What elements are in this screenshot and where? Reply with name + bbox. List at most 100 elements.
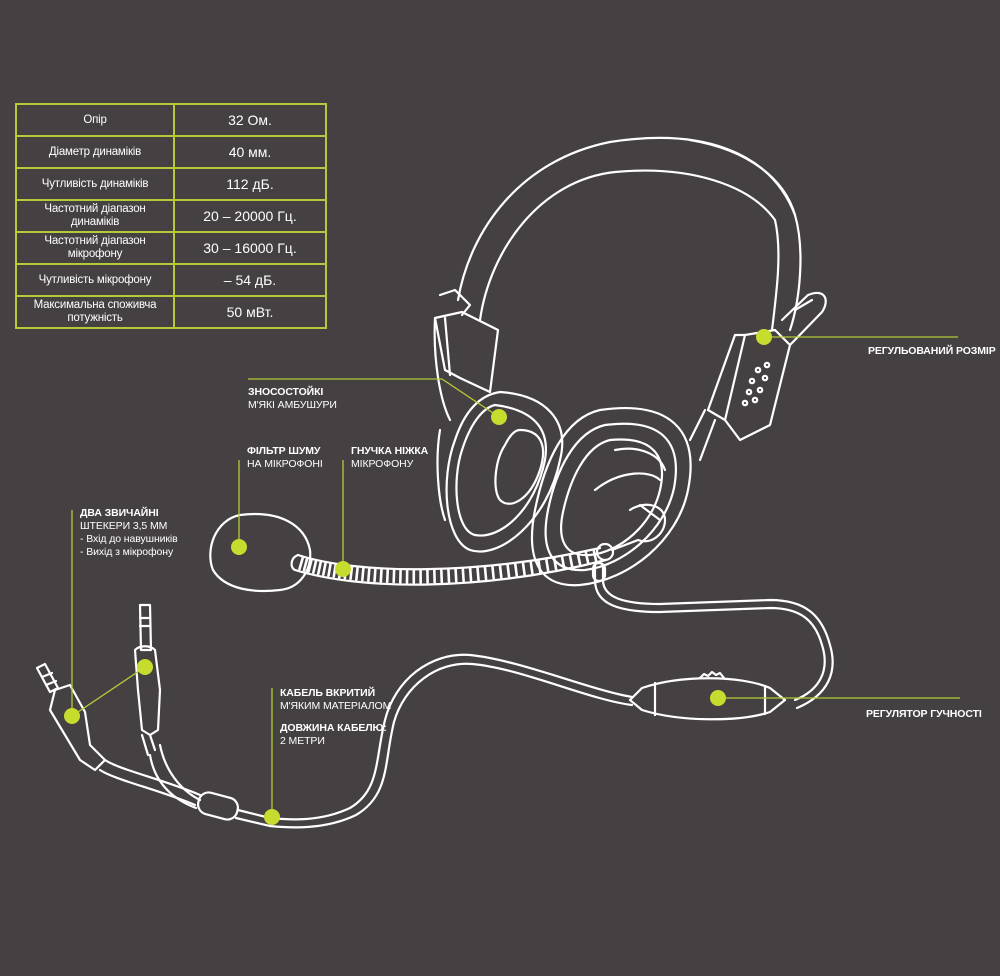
spec-row: Чутливість мікрофону – 54 дБ. [15, 263, 327, 297]
dot-plug-1 [64, 708, 80, 724]
boom-rib [373, 567, 377, 583]
spec-param: Опір [15, 103, 175, 137]
boom-rib [349, 565, 354, 581]
spec-param: Максимальна споживча потужність [15, 295, 175, 329]
boom-rib [560, 555, 566, 570]
spec-row: Максимальна споживча потужність 50 мВт. [15, 295, 327, 329]
boom-rib [454, 568, 458, 583]
spec-param: Чутливість динаміків [15, 167, 175, 201]
boom-rib [521, 561, 526, 577]
boom-rib [298, 556, 305, 571]
dot-flexible-boom [335, 561, 351, 577]
left-slider [433, 288, 500, 422]
callout-length-title: ДОВЖИНА КАБЕЛЮ: [280, 722, 387, 734]
left-ear-cup [436, 390, 564, 553]
headband [456, 136, 802, 332]
spec-row: Опір 32 Ом. [15, 103, 327, 137]
boom-rib [307, 558, 313, 573]
boom-rib [592, 548, 598, 564]
boom-rib [483, 565, 488, 581]
dot-cable [264, 809, 280, 825]
spec-row: Частотний діапазон мікрофону 30 – 16000 … [15, 231, 327, 265]
boom-rib [544, 557, 550, 573]
boom-rib [506, 563, 511, 579]
callout-plugs: ДВА ЗВИЧАЙНІ ШТЕКЕРИ 3,5 ММ - Вхід до на… [80, 507, 178, 559]
cable-lower [268, 653, 634, 829]
boom-rib [312, 559, 318, 574]
boom-rib [529, 560, 534, 575]
callout-title: ДВА ЗВИЧАЙНІ [80, 507, 159, 519]
callout-title: КАБЕЛЬ ВКРИТИЙ [280, 687, 376, 699]
spec-value: 40 мм. [173, 135, 327, 169]
dot-adjustable-size [756, 329, 772, 345]
boom-rib [322, 561, 327, 577]
callout-dots [64, 329, 772, 825]
boom-rib [576, 552, 582, 567]
spec-param: Частотний діапазон динаміків [15, 199, 175, 233]
mic-foam [209, 512, 312, 593]
boom-rib [302, 557, 309, 572]
callout-subtitle: НА МІКРОФОНІ [247, 458, 323, 470]
boom-rib [537, 559, 542, 574]
spec-table: Опір 32 Ом. Діаметр динаміків 40 мм. Чут… [15, 103, 327, 329]
callout-ear-cushions: ЗНОСОСТОЙКІ М'ЯКІ АМБУШУРИ [248, 386, 337, 412]
callout-subtitle: МІКРОФОНУ [351, 458, 414, 470]
spec-row: Частотний діапазон динаміків 20 – 20000 … [15, 199, 327, 233]
callout-item: - Вхід до навушників [80, 533, 178, 545]
boom-rib [498, 564, 503, 579]
callout-cable: КАБЕЛЬ ВКРИТИЙ М'ЯКИМ МАТЕРІАЛОМ ДОВЖИНА… [280, 687, 391, 748]
spec-row: Чутливість динаміків 112 дБ. [15, 167, 327, 201]
spec-value: 50 мВт. [173, 295, 327, 329]
callout-volume-control: РЕГУЛЯТОР ГУЧНОСТІ [866, 708, 982, 721]
boom-rib [355, 566, 359, 581]
boom-rib [316, 560, 323, 576]
callout-flexible-boom: ГНУЧКА НІЖКА МІКРОФОНУ [351, 445, 428, 471]
spec-param: Чутливість мікрофону [15, 263, 175, 297]
right-ear-cup [530, 407, 692, 587]
plug-microphone [133, 603, 162, 757]
boom-rib [552, 556, 558, 572]
spec-value: 32 Ом. [173, 103, 327, 137]
dot-volume-control [710, 690, 726, 706]
cable-upper [591, 561, 834, 710]
callout-noise-filter: ФІЛЬТР ШУМУ НА МІКРОФОНІ [247, 445, 323, 471]
callout-title: ФІЛЬТР ШУМУ [247, 445, 321, 457]
callout-item: - Вихід з мікрофону [80, 546, 174, 558]
boom-rib [476, 566, 480, 582]
dot-ear-cushions [491, 409, 507, 425]
callout-subtitle: М'ЯКИМ МАТЕРІАЛОМ [280, 700, 392, 712]
spec-value: 30 – 16000 Гц. [173, 231, 327, 265]
right-slider [688, 291, 827, 462]
callout-adjustable-size: РЕГУЛЬОВАНИЙ РОЗМІР [868, 345, 996, 358]
mic-boom-ribs [298, 548, 598, 584]
spec-value: – 54 дБ. [173, 263, 327, 297]
cable-splitter [98, 743, 272, 828]
plug-headphones [35, 662, 107, 772]
boom-rib [568, 553, 574, 569]
dot-noise-filter [231, 539, 247, 555]
boom-rib [584, 550, 590, 565]
callout-title: РЕГУЛЯТОР ГУЧНОСТІ [866, 708, 982, 720]
boom-rib [327, 562, 332, 577]
spec-row: Діаметр динаміків 40 мм. [15, 135, 327, 169]
callout-length-value: 2 МЕТРИ [280, 735, 325, 747]
callout-title: ЗНОСОСТОЙКІ [248, 386, 324, 398]
dot-plug-2 [137, 659, 153, 675]
boom-rib [468, 567, 473, 582]
callout-title: ГНУЧКА НІЖКА [351, 445, 429, 457]
callout-title: РЕГУЛЬОВАНИЙ РОЗМІР [868, 345, 996, 357]
spec-value: 20 – 20000 Гц. [173, 199, 327, 233]
callout-subtitle: ШТЕКЕРИ 3,5 ММ [80, 520, 168, 532]
spec-param: Діаметр динаміків [15, 135, 175, 169]
callout-subtitle: М'ЯКІ АМБУШУРИ [248, 399, 337, 411]
boom-rib [513, 562, 519, 578]
spec-param: Частотний діапазон мікрофону [15, 231, 175, 265]
boom-rib [461, 567, 465, 583]
boom-rib [447, 568, 451, 584]
boom-rib [491, 565, 495, 580]
spec-value: 112 дБ. [173, 167, 327, 201]
volume-control [628, 670, 787, 721]
boom-rib [367, 567, 371, 582]
boom-rib [385, 568, 390, 584]
